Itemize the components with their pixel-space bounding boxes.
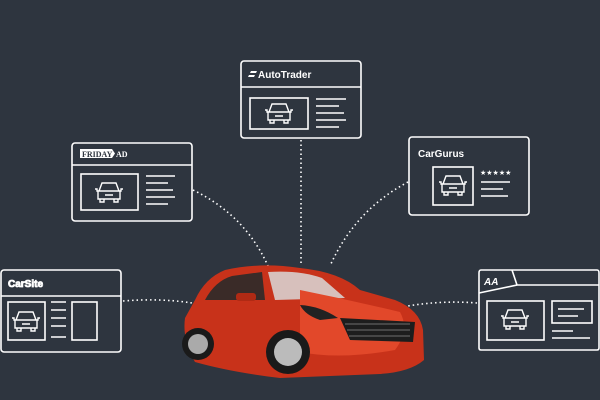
car-icon [264, 103, 294, 124]
car-icon [11, 311, 41, 332]
autotrader-logo-icon [248, 71, 257, 77]
site-logo: FRIDAY [82, 150, 113, 159]
site-logo-suffix: AD [116, 150, 128, 159]
site-card-fridayad: FRIDAY AD [71, 142, 193, 222]
site-logo: AA [483, 277, 498, 288]
connector-cargurus [329, 181, 409, 267]
site-logo: AutoTrader [258, 70, 311, 81]
connector-fridayad [192, 189, 269, 267]
site-logo: CarGurus [418, 149, 465, 160]
red-hatchback-car [182, 265, 424, 378]
site-card-carsite: CarSite [0, 269, 122, 353]
car-icon [500, 309, 530, 330]
site-card-aa: AA [478, 269, 600, 351]
car-icon [438, 175, 468, 196]
site-card-autotrader: AutoTrader [240, 60, 362, 139]
car-icon [94, 182, 124, 203]
site-card-cargurus: CarGurus ★★★★★ [408, 136, 530, 216]
connector-aa [401, 301, 478, 308]
star-rating: ★★★★★ [480, 169, 511, 177]
site-logo: CarSite [8, 279, 43, 290]
connector-carsite [122, 299, 193, 304]
